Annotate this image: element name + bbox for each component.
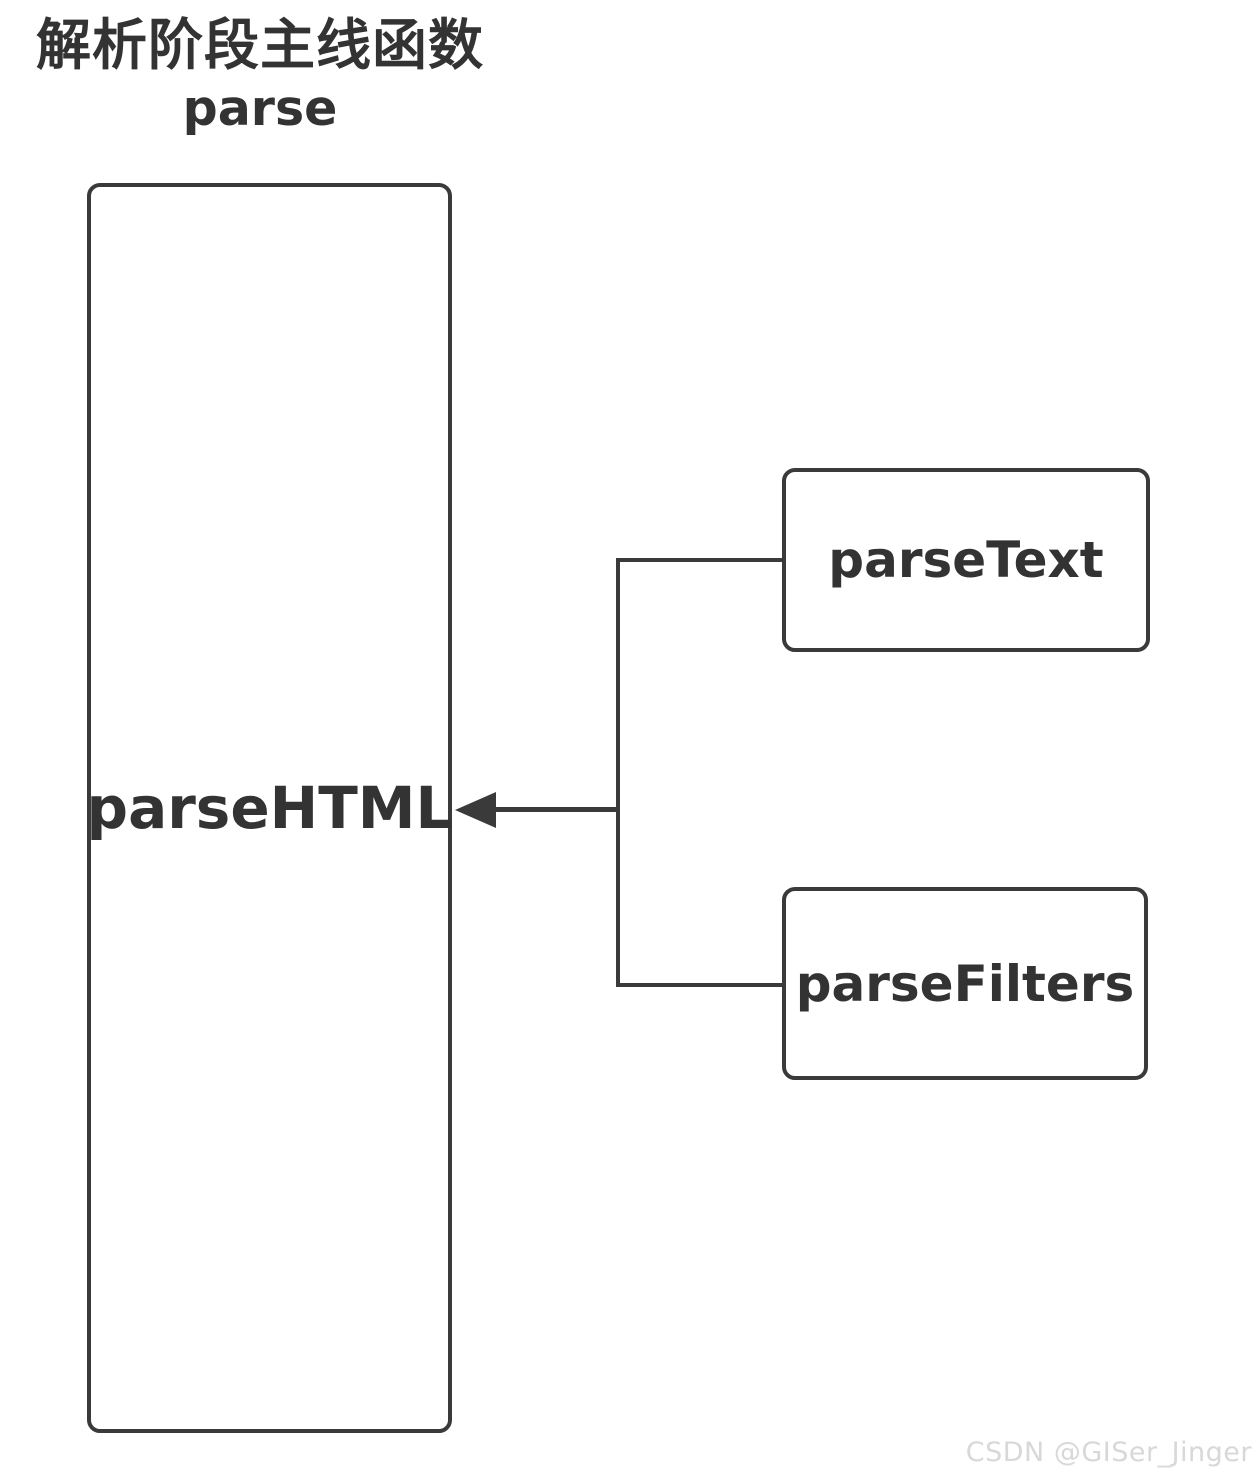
node-parsetext: parseText <box>782 468 1150 652</box>
title-line-1: 解析阶段主线函数 <box>35 13 484 77</box>
connector-parsetext-to-junction <box>616 558 782 562</box>
watermark: CSDN @GISer_Jinger <box>965 1437 1252 1468</box>
node-parsefilters-label: parseFilters <box>795 954 1135 1013</box>
node-parsehtml: parseHTML <box>87 183 452 1433</box>
connector-arrow-shaft <box>492 807 620 812</box>
arrowhead-left-icon <box>455 792 496 828</box>
connector-junction-vertical <box>616 558 620 987</box>
node-parsehtml-label: parseHTML <box>86 774 453 842</box>
title-line-2: parse <box>182 80 338 137</box>
connector-parsefilters-to-junction <box>616 983 782 987</box>
node-parsefilters: parseFilters <box>782 887 1148 1080</box>
node-parsetext-label: parseText <box>828 531 1104 589</box>
diagram-title: 解析阶段主线函数 parse <box>30 10 490 138</box>
